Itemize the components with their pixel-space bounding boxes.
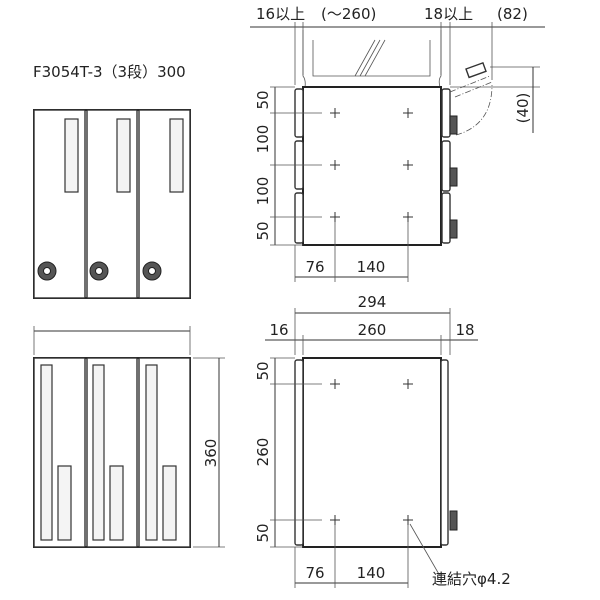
side-view-top: 16以上 (～260) 18以上 (82) (40) 50 100 100 bbox=[250, 5, 545, 282]
vdim-2: 260 bbox=[254, 438, 272, 467]
lock-icon bbox=[37, 261, 57, 281]
hole-label: 連結穴φ4.2 bbox=[432, 570, 511, 588]
dim-right-clearance: 18以上 bbox=[424, 5, 473, 23]
vdim-1: 50 bbox=[254, 361, 272, 380]
lock-icon bbox=[142, 261, 162, 281]
dim-width: (～260) bbox=[321, 5, 376, 23]
lock-icon bbox=[89, 261, 109, 281]
dim-height: 360 bbox=[202, 439, 220, 468]
vdim-1: 50 bbox=[254, 90, 272, 109]
hdim-1: 76 bbox=[305, 258, 324, 276]
dim-center: 260 bbox=[358, 321, 387, 339]
front-view-bottom: 360 bbox=[33, 326, 225, 548]
hdim-2: 140 bbox=[357, 564, 386, 582]
vdim-3: 50 bbox=[254, 523, 272, 542]
front-view-top bbox=[33, 109, 191, 299]
vdim-3: 100 bbox=[254, 177, 272, 206]
side-view-bottom: 294 16 260 18 50 260 50 76 140 連結穴φ4.2 bbox=[254, 293, 511, 588]
vdim-4: 50 bbox=[254, 221, 272, 240]
vdim-2: 100 bbox=[254, 125, 272, 154]
dim-right: 18 bbox=[455, 321, 474, 339]
dim-door-height: (40) bbox=[514, 93, 532, 124]
dim-left-clearance: 16以上 bbox=[256, 5, 305, 23]
dim-door-swing: (82) bbox=[497, 5, 528, 23]
model-title: F3054T-3（3段）300 bbox=[33, 63, 186, 81]
hdim-1: 76 bbox=[305, 564, 324, 582]
dim-total: 294 bbox=[358, 293, 387, 311]
hdim-2: 140 bbox=[357, 258, 386, 276]
dim-left: 16 bbox=[269, 321, 288, 339]
